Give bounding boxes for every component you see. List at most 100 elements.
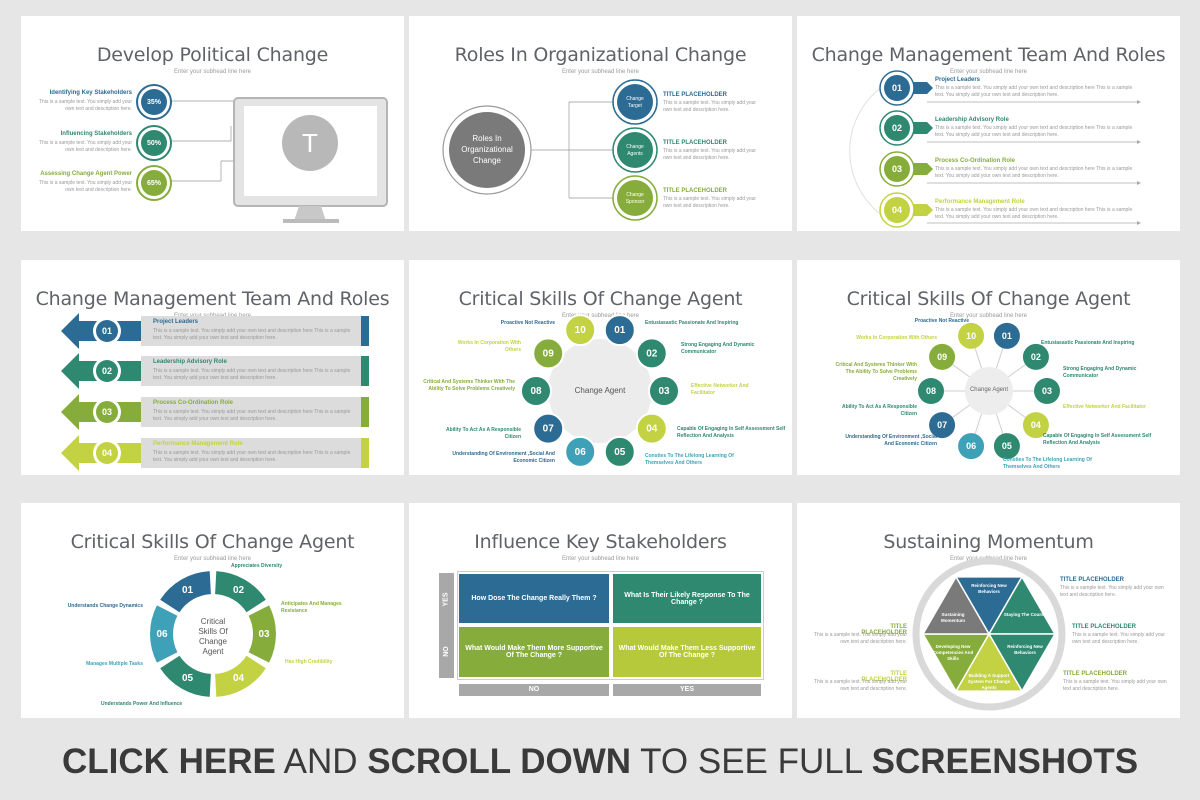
matrix-cell: What Would Make Them Less Supportive Of … [613,627,761,677]
skill-label: Entusiasastic Passionate And Inspiring [645,320,739,326]
matrix-cell: What Would Make Them More Supportive Of … [459,627,609,677]
skill-label: Ability To Act As A Responsible Citizen [841,404,917,417]
hex-segment-label: Building A Support System For Change Age… [967,673,1011,690]
arrow-rows-graphic [61,313,369,471]
hub-number: 09 [937,352,947,362]
slide-title: Develop Political Change [96,44,329,66]
skill-label: Understanding Of Environment ,Social And… [845,434,937,447]
slide-change-management-arrows[interactable]: Change Management Team And Roles Enter y… [21,260,404,475]
hub-node [929,412,956,439]
hub-node [918,378,944,404]
item-description: This is a sample text. You simply add yo… [38,140,132,153]
role-label: Project Leaders [935,77,981,83]
hex-segment-label: Developing New Competencies And Skills [932,644,974,661]
hub-node [929,343,956,370]
slide-subhead: Enter your subhead line here [561,313,640,319]
hex-segment-label: Reinforcing New Behaviors [1007,644,1043,655]
center-label: Roles In Organizational Change [449,133,525,166]
no-text: NO [443,645,450,657]
hex-segment-label: Sustaining Momentum [941,612,965,623]
ring-node [564,435,597,468]
role-label: Project Leaders [153,319,199,325]
slide-critical-skills-ring[interactable]: Critical Skills Of Change Agent Enter yo… [409,260,792,475]
skill-label: Effective Networker And Facilitator [1063,404,1146,410]
role-description: This is a sample text. You simply add yo… [935,166,1133,179]
hub-node [993,322,1020,349]
donut-segment [215,571,266,613]
item-description: This is a sample text. You simply add yo… [38,99,132,112]
skill-label: Understands Power And Influence [101,701,183,707]
role-label: Leadership Advisory Role [153,359,227,365]
node-line: Target [628,103,642,109]
monitor-letter: T [302,127,318,158]
hub-number: 10 [966,331,976,341]
hub-node [1034,378,1060,404]
slide-sustaining-momentum[interactable]: Sustaining Momentum Enter your subhead l… [797,503,1180,718]
ring-node [532,412,565,445]
center-line: Change [198,637,228,646]
footer-emphasis: CLICK HERE [61,742,276,781]
ring-node [603,314,636,347]
skill-label: Understands Change Dynamics [67,603,143,609]
slide-title: Roles In Organizational Change [454,44,747,66]
team-roles-graphic [849,70,1141,228]
y-axis-bar [439,573,454,678]
item-label: Assessing Change Agent Power [40,171,132,177]
donut-segment [215,655,266,697]
hub-node [1022,412,1049,439]
slide-title: Critical Skills Of Change Agent [458,288,743,310]
placeholder-description: This is a sample text. You simply add yo… [1063,679,1167,692]
ring-number: 09 [543,348,555,359]
skill-label: Strong Engaging And Dynamic Communicator [681,342,755,355]
hub-number: 03 [1042,386,1052,396]
slide-change-management-team-roles[interactable]: Change Management Team And Roles Enter y… [797,16,1180,231]
ring-node [648,375,680,407]
skill-label: Consties To The Lifelong Learning Of The… [1003,457,1092,470]
ring-node [635,337,668,370]
hex-segment [921,575,991,635]
role-description: This is a sample text. You simply add yo… [935,207,1133,220]
hub-center [965,367,1013,415]
slide-title: Change Management Team And Roles [811,44,1166,66]
placeholder-description: This is a sample text. You simply add yo… [663,100,757,113]
slide-critical-skills-donut[interactable]: Critical Skills Of Change Agent Enter yo… [21,503,404,718]
donut-number: 02 [233,585,245,596]
role-description: This is a sample text. You simply add yo… [935,125,1133,138]
title-placeholder: TITLE PLACEHOLDER [1060,577,1124,583]
slide-critical-skills-hub[interactable]: Critical Skills Of Change Agent Enter yo… [797,260,1180,475]
center-line: Organizational [461,145,513,154]
item-description: This is a sample text. You simply add yo… [38,180,132,193]
node-line: Sponsor [625,199,645,205]
donut-number: 04 [233,673,245,684]
footer-call-to-action[interactable]: CLICK HERE AND SCROLL DOWN TO SEE FULL S… [0,742,1200,782]
placeholder-description: This is a sample text. You simply add yo… [1060,585,1164,598]
placeholder-description: This is a sample text. You simply add yo… [813,679,907,692]
slide-subhead: Enter your subhead line here [949,313,1028,319]
hub-number: 02 [1031,352,1041,362]
donut-segment [150,605,178,663]
step-number: 03 [101,407,112,417]
ring-node [564,314,597,347]
donut-number: 05 [182,673,194,684]
skill-label: Proactive Not Reactive [500,320,555,326]
center-label: Change Agent [969,387,1009,393]
placeholder-description: This is a sample text. You simply add yo… [1072,632,1166,645]
slide-influence-key-stakeholders[interactable]: Influence Key Stakeholders Enter your su… [409,503,792,718]
skill-label: Has High Credibility [285,659,333,665]
title-placeholder: TITLE PLACEHOLDER [663,188,727,194]
title-placeholder: TITLE PLACEHOLDER [1063,671,1127,677]
slide-develop-political-change[interactable]: Develop Political Change Enter your subh… [21,16,404,231]
step-number: 01 [101,326,112,336]
step-number: 03 [891,164,902,174]
slide-subhead: Enter your subhead line here [173,556,252,562]
ring-node [520,375,552,407]
hex-segment-label: Staying The Course [1003,612,1047,617]
item-label: Influencing Stakeholders [60,131,132,137]
ring-node [532,337,565,370]
slide-roles-in-organizational-change[interactable]: Roles In Organizational Change Enter you… [409,16,792,231]
center-label: Change Agent [574,386,626,395]
title-placeholder: TITLE PLACEHOLDER [861,671,907,683]
